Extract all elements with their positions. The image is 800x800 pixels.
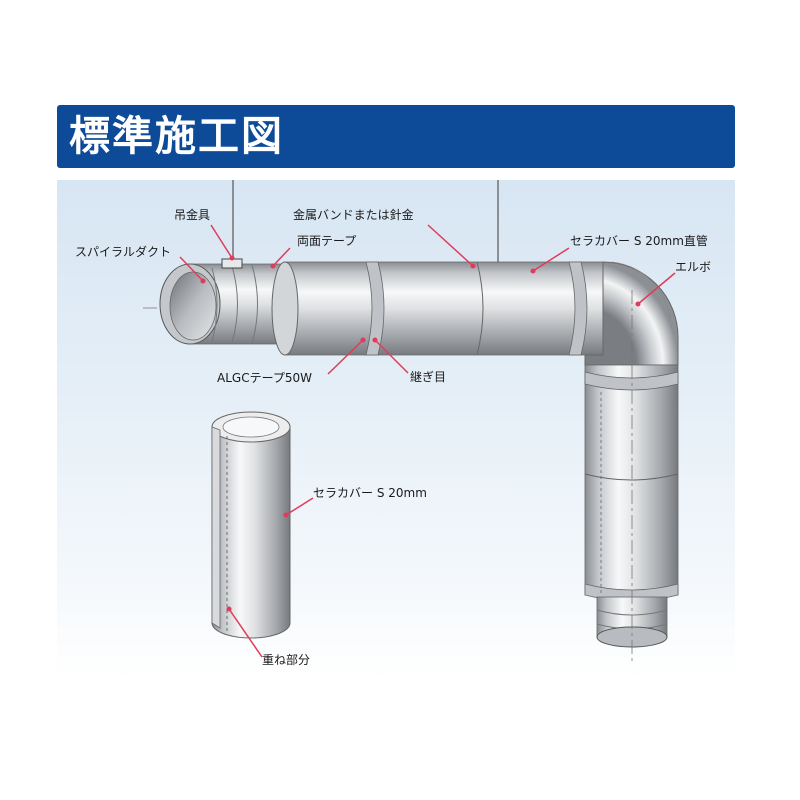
leader-band — [427, 224, 474, 267]
label-joint: 継ぎ目 — [410, 370, 447, 384]
label-elbow: エルボ — [675, 260, 712, 274]
leader-algc-tape — [327, 339, 364, 375]
leader-sleeve — [285, 497, 314, 516]
label-band: 金属バンドまたは針金 — [293, 208, 414, 222]
label-spiral-duct: スパイラルダクト — [75, 245, 172, 259]
label-algc-tape: ALGCテープ50W — [217, 371, 312, 385]
tape-band-3 — [584, 371, 679, 391]
leader-straight-pipe — [532, 247, 570, 272]
sleeve-cover — [211, 411, 291, 639]
spiral-duct — [159, 263, 285, 345]
leader-overlap — [228, 608, 263, 658]
leader-elbow — [637, 272, 676, 305]
label-sleeve-cover: セラカバー S 20mm — [313, 486, 427, 500]
leader-double-tape — [272, 247, 291, 267]
leader-joint — [374, 339, 409, 374]
label-hanger: 吊金具 — [173, 208, 210, 222]
tape-band-1 — [365, 261, 385, 356]
label-straight-pipe: セラカバー S 20mm直管 — [570, 234, 708, 248]
straight-pipe-cover — [271, 261, 603, 356]
leader-hanger — [210, 224, 233, 259]
leader-spiral-duct — [179, 256, 204, 282]
seam-line-2 — [584, 473, 679, 481]
page-title: 標準施工図 — [69, 112, 284, 160]
leader-lines — [179, 224, 676, 658]
title-banner: 標準施工図 — [57, 105, 735, 168]
label-double-tape: 両面テープ — [297, 234, 357, 248]
tape-band-2 — [568, 261, 588, 356]
label-overlap: 重ね部分 — [262, 653, 311, 667]
seam-line-1 — [476, 261, 484, 356]
vertical-pipe-cover — [584, 364, 679, 602]
